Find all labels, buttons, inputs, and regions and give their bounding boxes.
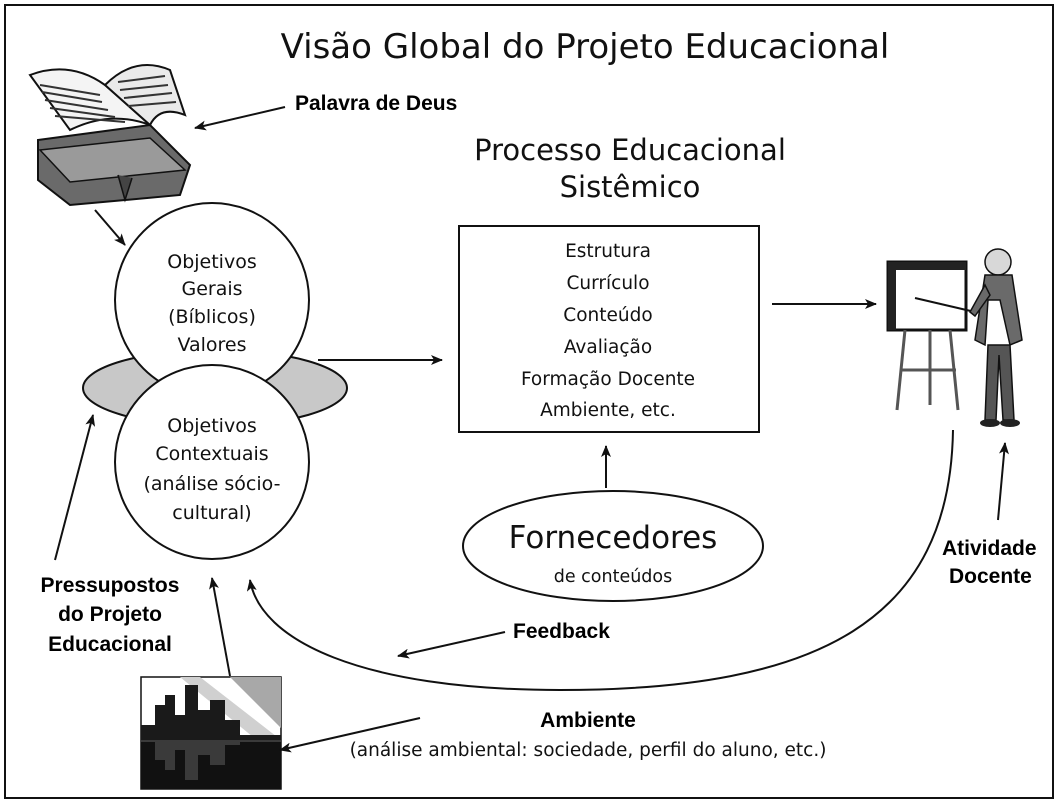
process-box [458, 225, 760, 433]
circle-top-line: Objetivos [167, 251, 256, 273]
fornecedores-ellipse [462, 490, 764, 602]
processo-title-line1: Processo Educacional [474, 133, 786, 167]
fornecedores-subtitle: de conteúdos [554, 567, 673, 587]
process-item: Conteúdo [563, 305, 652, 326]
atividade-label-line1: Atividade [942, 537, 1037, 560]
objetivos-contextuais-circle [114, 364, 310, 560]
ambiente-detail: (análise ambiental: sociedade, perfil do… [350, 740, 827, 761]
feedback-label: Feedback [513, 620, 610, 643]
process-item: Estrutura [565, 241, 651, 262]
processo-title-line2: Sistêmico [560, 170, 701, 204]
process-item: Formação Docente [521, 369, 695, 390]
objetivos-contextuais-text: Objetivos Contextuais (análise sócio- cu… [143, 415, 280, 524]
circle-bottom-line: (análise sócio- [143, 473, 280, 495]
circle-bottom-line: Objetivos [167, 415, 256, 437]
process-item: Avaliação [564, 337, 652, 358]
fornecedores-title: Fornecedores [509, 520, 718, 556]
pressupostos-line2: do Projeto [58, 603, 162, 626]
circle-top-line: (Bíblicos) [168, 306, 256, 328]
circle-bottom-line: Contextuais [155, 443, 268, 465]
circle-bottom-line: cultural) [172, 502, 251, 524]
ambiente-label: Ambiente [540, 709, 636, 732]
diagram-frame [4, 4, 1054, 799]
process-item: Ambiente, etc. [540, 400, 676, 421]
circle-top-line: Valores [177, 334, 246, 356]
process-box-items: Estrutura Currículo Conteúdo Avaliação F… [521, 241, 695, 421]
palavra-de-deus-label: Palavra de Deus [295, 92, 457, 115]
teacher-icon [886, 248, 1023, 427]
circle-top-line: Gerais [181, 278, 242, 300]
open-bible-icon [28, 64, 192, 207]
pressupostos-line3: Educacional [48, 633, 172, 656]
city-icon [140, 676, 282, 790]
objetivos-gerais-text: Objetivos Gerais (Bíblicos) Valores [167, 251, 256, 356]
pressupostos-line1: Pressupostos [41, 574, 180, 597]
process-item: Currículo [566, 273, 649, 294]
atividade-label-line2: Docente [949, 565, 1032, 588]
diagram-title: Visão Global do Projeto Educacional [281, 27, 890, 67]
